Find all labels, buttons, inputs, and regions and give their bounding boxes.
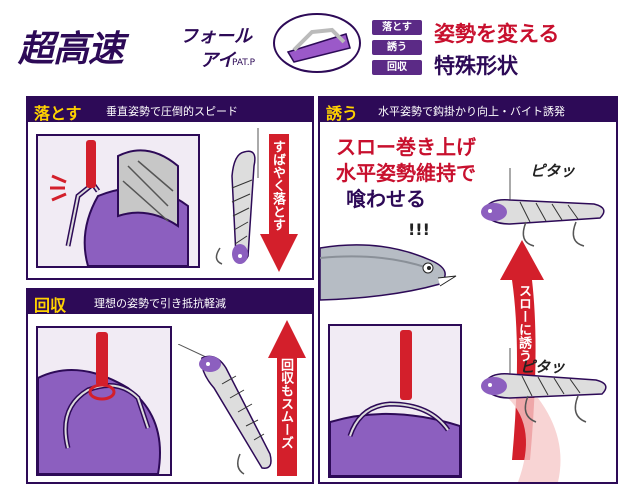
panel-title: 落とす [34, 104, 82, 123]
headline-special-shape: 特殊形状 [434, 54, 518, 78]
arrow-up-icon [268, 320, 306, 476]
eye-product-icon [273, 13, 361, 73]
panel-title: 回収 [34, 296, 67, 315]
rise-wake-illustration [508, 398, 561, 482]
lure-arrow-label: スローに誘う [516, 284, 531, 362]
tag-retrieve: 回収 [372, 60, 422, 75]
panel-header: 誘う 水平姿勢で鈎掛かり向上・バイト誘発 [320, 98, 616, 123]
lure-big-line-3: 喰わせる [346, 187, 426, 211]
panel-header: 落とす 垂直姿勢で圧倒的スピード [28, 98, 312, 123]
eye-closeup-illustration [330, 330, 460, 476]
eye-closeup-illustration [50, 140, 189, 266]
fish-exclamation: !!! [408, 220, 430, 239]
brand-subtitle-2: アイ [200, 50, 236, 71]
lure-retrieve-illustration [178, 344, 272, 475]
panel-header: 回収 理想の姿勢で引き抵抗軽減 [28, 290, 312, 315]
lure-horizontal-illustration-top [481, 168, 605, 247]
panel-description: 水平姿勢で鈎掛かり向上・バイト誘発 [378, 105, 565, 118]
lure-big-line-1: スロー巻き上げ [336, 135, 476, 159]
panel-drop: 落とす 垂直姿勢で圧倒的スピード すばやく落とす [26, 96, 314, 280]
panel-lure: 誘う 水平姿勢で鈎掛かり向上・バイト誘発 スロー巻き上げ 水平姿勢維持で 喰わせ… [318, 96, 618, 484]
panel-title: 誘う [326, 104, 359, 123]
closeup-eye [328, 324, 462, 478]
brand-subtitle-1: フォール [180, 26, 252, 47]
closeup-eye [36, 326, 172, 476]
tag-lure: 誘う [372, 40, 422, 55]
headline-change-posture: 姿勢を変える [434, 22, 560, 46]
panel-retrieve: 回収 理想の姿勢で引き抵抗軽減 回収もスムーズ [26, 288, 314, 484]
closeup-eye [36, 134, 200, 268]
panel-description: 垂直姿勢で圧倒的スピード [106, 105, 238, 118]
pita-label-top: ピタッ [530, 162, 576, 180]
brand-title: 超高速 [18, 29, 124, 70]
drop-arrow-label: すばやく落とす [270, 140, 285, 231]
tag-drop: 落とす [372, 20, 422, 35]
lure-horizontal-illustration-bottom [481, 348, 607, 423]
pita-label-bottom: ピタッ [520, 358, 566, 376]
retrieve-arrow-label: 回収もスムーズ [278, 358, 293, 449]
patent-label: PAT.P [232, 58, 256, 68]
eye-closeup-illustration [38, 332, 161, 474]
fish-icon [320, 244, 457, 301]
panel-description: 理想の姿勢で引き抵抗軽減 [94, 297, 226, 310]
arrow-down-icon [260, 134, 298, 272]
lure-vertical-illustration [215, 128, 259, 265]
lure-big-line-2: 水平姿勢維持で [336, 161, 476, 185]
